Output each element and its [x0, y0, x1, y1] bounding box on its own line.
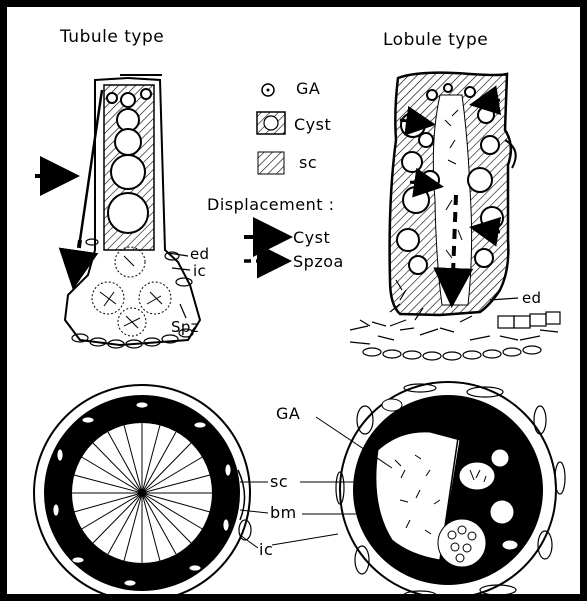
lobule-basal-cells: [363, 312, 560, 360]
lobule-cross-section: [336, 382, 565, 599]
label-ic-cross-section: ic: [259, 540, 273, 559]
legend-symbols: [244, 84, 285, 261]
label-bm-cross-section: bm: [270, 503, 297, 522]
label-sc-cross-section: sc: [270, 472, 288, 491]
legend-sc-label: sc: [299, 153, 317, 172]
label-spz: Spz: [171, 318, 199, 336]
lobule-type-title: Lobule type: [383, 30, 488, 50]
tubule-spzoa-displacement-arrow: [74, 240, 80, 282]
legend-displacement-heading: Displacement :: [207, 195, 334, 214]
tubule-diagram: [35, 75, 200, 348]
tubule-cross-section: [34, 385, 251, 601]
label-ed-lobule: ed: [522, 289, 541, 307]
tubule-type-title: Tubule type: [60, 27, 164, 47]
label-ed-tubule: ed: [190, 245, 209, 263]
legend-ga-label: GA: [296, 79, 320, 98]
lobule-diagram: [350, 73, 560, 360]
legend-cyst-arrow-label: Cyst: [293, 228, 330, 247]
legend-cyst-label: Cyst: [294, 115, 331, 134]
label-ga-cross-section: GA: [276, 404, 300, 423]
legend-sc-symbol: [258, 152, 284, 174]
legend-spzoa-arrow-label: Spzoa: [293, 252, 344, 271]
label-ic-tubule: ic: [193, 262, 206, 280]
